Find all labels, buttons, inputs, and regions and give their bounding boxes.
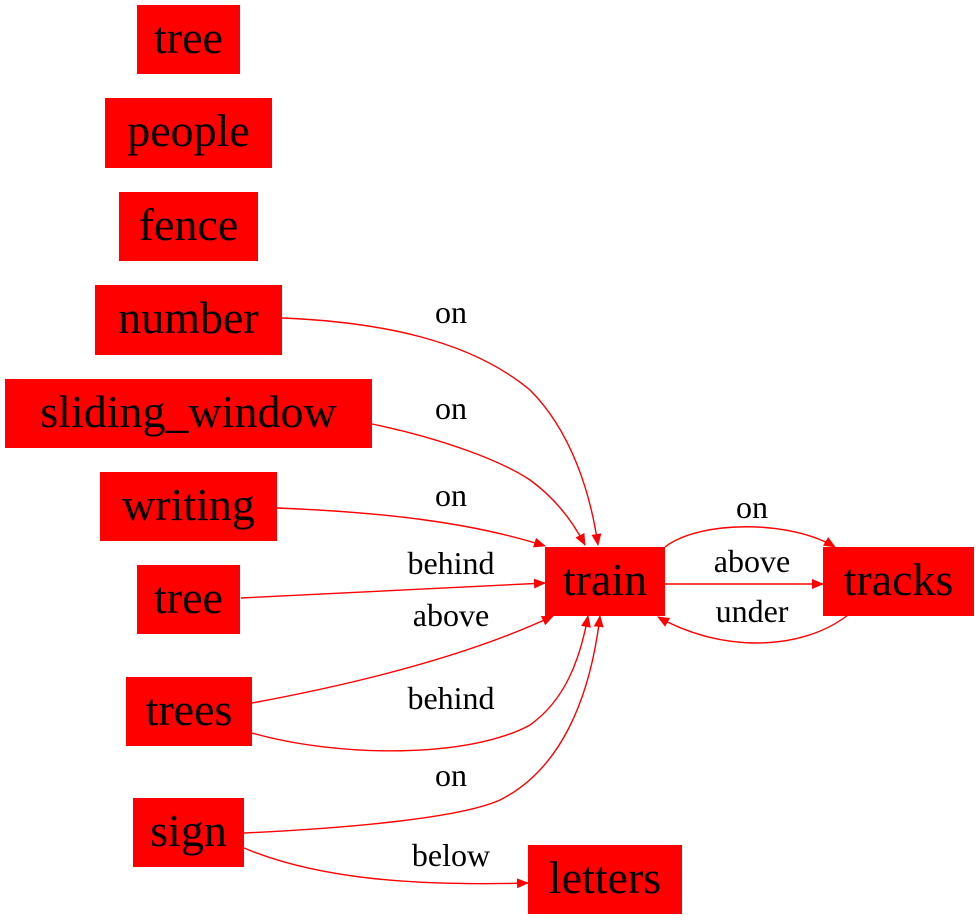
node-label: sliding_window — [40, 386, 337, 437]
node-label: trees — [146, 684, 233, 735]
edge-label: above — [714, 543, 790, 579]
edge-label: on — [435, 757, 467, 793]
node-letters: letters — [528, 845, 682, 914]
edge-train-tracks-above: above — [665, 543, 824, 589]
edge-train-tracks-on: on — [664, 489, 836, 548]
edge-label: behind — [407, 545, 494, 581]
node-label: writing — [122, 479, 255, 530]
edge-line — [243, 847, 529, 889]
edges: on on on behind above behind on below — [240, 294, 849, 889]
edge-line — [657, 614, 849, 644]
node-label: tree — [154, 12, 223, 63]
node-label: tracks — [844, 554, 954, 605]
edge-label: under — [716, 593, 789, 629]
edge-line — [243, 615, 604, 834]
edge-tracks-train-under: under — [657, 593, 849, 644]
edge-label: behind — [407, 680, 494, 716]
edge-trees-train-above: above — [251, 597, 554, 704]
edge-line — [664, 526, 836, 548]
node-tree: tree — [137, 5, 240, 74]
edge-label: on — [736, 489, 768, 525]
edge-label: on — [435, 390, 467, 426]
edge-line — [371, 423, 586, 546]
edge-sliding-window-train: on — [371, 390, 586, 546]
edge-number-train: on — [281, 294, 602, 546]
node-writing: writing — [100, 472, 277, 541]
node-label: people — [127, 105, 250, 156]
edge-line — [240, 578, 546, 599]
edge-line — [281, 317, 602, 546]
nodes: tree people fence number sliding_window … — [5, 5, 974, 914]
node-label: fence — [139, 199, 239, 250]
edge-line — [251, 615, 591, 752]
node-label: sign — [150, 805, 227, 856]
edge-label: above — [413, 597, 489, 633]
node-tree-2: tree — [137, 565, 240, 634]
node-sign: sign — [133, 798, 244, 867]
node-train: train — [545, 547, 665, 616]
node-number: number — [95, 285, 282, 355]
edge-sign-train: on — [243, 615, 604, 834]
edge-trees-train-behind: behind — [251, 615, 591, 752]
node-label: train — [563, 554, 647, 605]
node-tracks: tracks — [823, 547, 974, 616]
node-trees: trees — [126, 677, 252, 746]
node-sliding-window: sliding_window — [5, 379, 372, 448]
edge-sign-letters: below — [243, 837, 529, 889]
node-label: letters — [549, 852, 661, 903]
node-people: people — [105, 98, 272, 168]
edge-label: on — [435, 294, 467, 330]
node-label: tree — [154, 572, 223, 623]
edge-writing-train: on — [276, 477, 546, 548]
edge-label: on — [435, 477, 467, 513]
edge-tree-train: behind — [240, 545, 546, 599]
node-label: number — [118, 292, 259, 343]
edge-line — [251, 615, 554, 704]
edge-line — [276, 507, 546, 548]
edge-label: below — [412, 837, 490, 873]
node-fence: fence — [119, 192, 258, 261]
